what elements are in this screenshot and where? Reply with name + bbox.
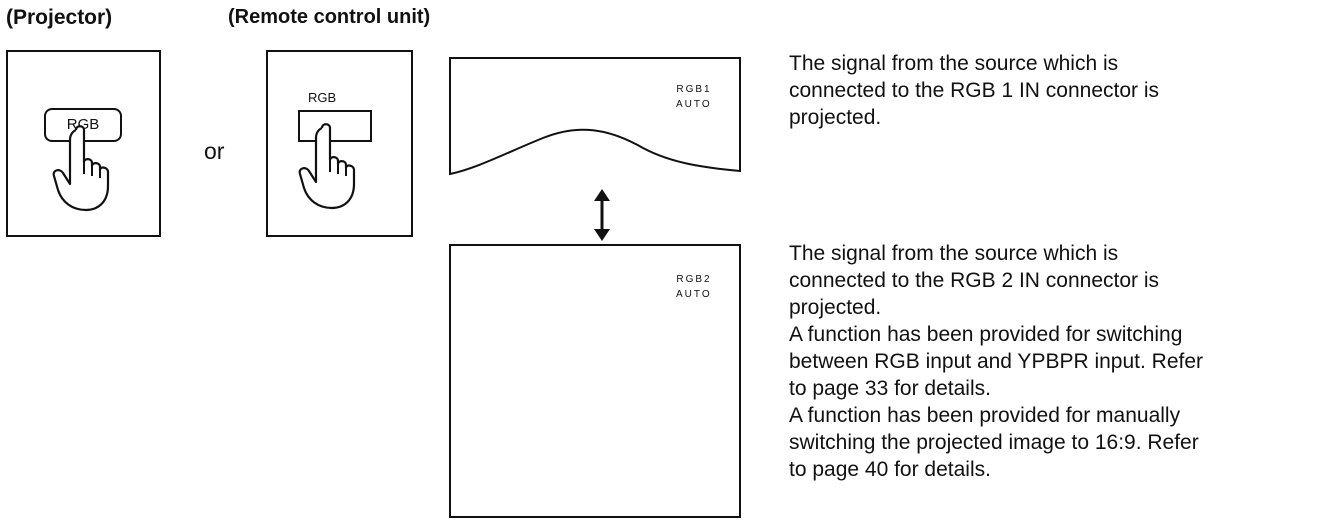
remote-control-panel: RGB (266, 50, 413, 237)
screen-1-mode: AUTO (676, 97, 712, 112)
desc-line: to page 40 for details. (789, 456, 1309, 483)
desc-line: The signal from the source which is (789, 50, 1309, 77)
desc-line: A function has been provided for manuall… (789, 402, 1309, 429)
double-arrow-icon (590, 189, 614, 241)
desc-line: connected to the RGB 1 IN connector is (789, 77, 1309, 104)
desc-line: to page 33 for details. (789, 375, 1309, 402)
screen-2-osd: RGB2 AUTO (676, 272, 712, 302)
pointing-hand-icon (52, 124, 122, 214)
desc-line: connected to the RGB 2 IN connector is (789, 267, 1309, 294)
desc-line: A function has been provided for switchi… (789, 321, 1309, 348)
remote-control-heading: (Remote control unit) (228, 6, 430, 29)
desc-line: The signal from the source which is (789, 240, 1309, 267)
desc-line: projected. (789, 294, 1309, 321)
desc-line: between RGB input and YPBPR input. Refer (789, 348, 1309, 375)
screen-2-source: RGB2 (676, 272, 712, 287)
desc-line: projected. (789, 104, 1309, 131)
screen-2-mode: AUTO (676, 287, 712, 302)
pointing-hand-icon (298, 122, 368, 212)
projector-heading: (Projector) (6, 6, 112, 30)
screen-1-osd: RGB1 AUTO (676, 82, 712, 112)
screen-1-source: RGB1 (676, 82, 712, 97)
rgb2-description: The signal from the source which is conn… (789, 240, 1309, 483)
remote-rgb-label: RGB (308, 90, 336, 105)
projector-panel: RGB (6, 50, 161, 237)
rgb1-description: The signal from the source which is conn… (789, 50, 1309, 131)
or-label: or (204, 138, 224, 165)
desc-line: switching the projected image to 16:9. R… (789, 429, 1309, 456)
screen-1 (450, 58, 740, 174)
